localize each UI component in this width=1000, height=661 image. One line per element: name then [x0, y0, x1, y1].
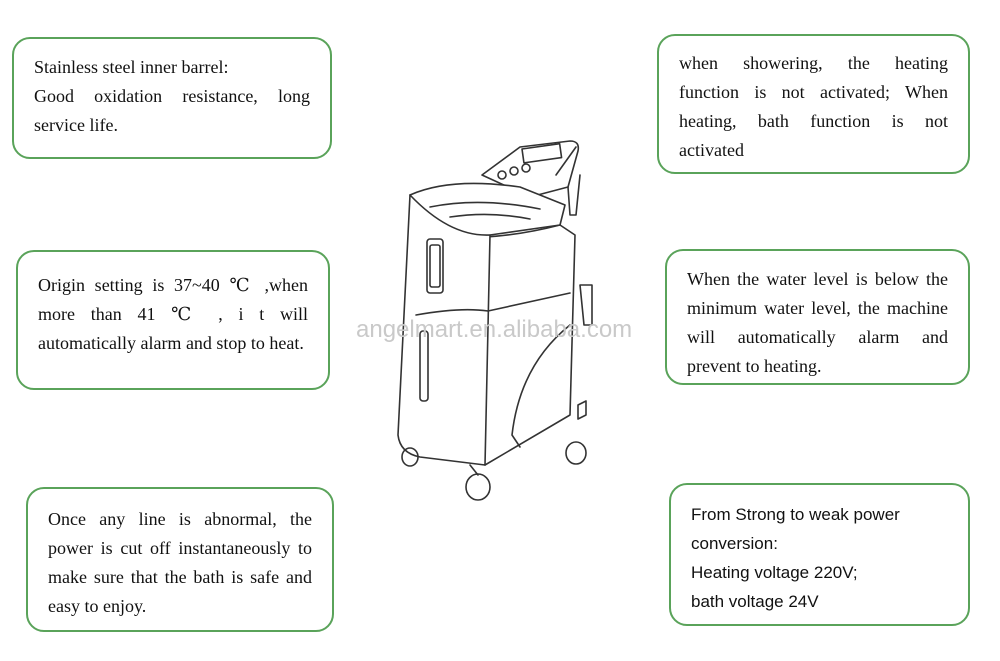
temperature-body: Origin setting is 37~40 ℃ ,when more tha…: [38, 275, 308, 353]
feature-card-voltage: From Strong to weak power conversion: He…: [669, 483, 970, 626]
power-cut-body: Once any line is abnormal, the power is …: [48, 509, 312, 616]
voltage-line2: Heating voltage 220V;: [691, 563, 858, 582]
feature-card-temperature: Origin setting is 37~40 ℃ ,when more tha…: [16, 250, 330, 390]
voltage-line3: bath voltage 24V: [691, 592, 819, 611]
voltage-line1: From Strong to weak power conversion:: [691, 505, 900, 553]
feature-card-barrel: Stainless steel inner barrel: Good oxida…: [12, 37, 332, 159]
barrel-body: Good oxidation resistance, long service …: [34, 86, 310, 135]
watermark: angelmart.en.alibaba.com: [356, 316, 633, 343]
water-level-body: When the water level is below the minimu…: [687, 269, 948, 376]
barrel-title: Stainless steel inner barrel:: [34, 57, 229, 77]
shower-body: when showering, the heating function is …: [679, 53, 948, 160]
feature-card-power-cut: Once any line is abnormal, the power is …: [26, 487, 334, 632]
feature-card-water-level: When the water level is below the minimu…: [665, 249, 970, 385]
foot-bath-machine-illustration: [397, 140, 593, 501]
feature-card-shower: when showering, the heating function is …: [657, 34, 970, 174]
